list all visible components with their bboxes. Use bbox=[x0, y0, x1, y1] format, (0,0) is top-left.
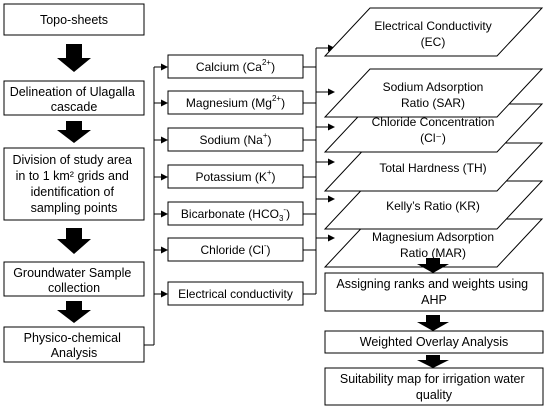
layer-label: Chloride Concentration(Cl⁻) bbox=[372, 115, 495, 145]
parameter-label: Bicarbonate (HCO3-) bbox=[181, 205, 290, 223]
down-block-arrow bbox=[417, 355, 449, 368]
left-step-label: Division of study area in to 1 km² grids… bbox=[13, 153, 136, 215]
parameter-label: Magnesium (Mg2+) bbox=[186, 94, 285, 110]
parameter-box: Magnesium (Mg2+) bbox=[167, 90, 304, 115]
left-step-physico-chemical: Physico-chemical Analysis bbox=[3, 326, 145, 363]
parameter-box: Potassium (K+) bbox=[167, 164, 304, 189]
down-block-arrow bbox=[417, 258, 449, 273]
parameter-box: Electrical conductivity bbox=[167, 281, 304, 306]
left-step-label: Physico-chemical Analysis bbox=[24, 331, 125, 360]
layer-label: Electrical Conductivity(EC) bbox=[374, 19, 491, 49]
parameter-box: Bicarbonate (HCO3-) bbox=[167, 201, 304, 226]
step-weighted-overlay: Weighted Overlay Analysis bbox=[324, 330, 544, 354]
left-step-groundwater-sample: Groundwater Sample collection bbox=[3, 261, 145, 297]
parameter-label: Electrical conductivity bbox=[178, 287, 293, 301]
parameter-label: Chloride (Cl-) bbox=[200, 241, 270, 257]
parameter-label: Potassium (K+) bbox=[195, 168, 275, 184]
parameter-boxes: Calcium (Ca2+) Magnesium (Mg2+) Sodium (Na… bbox=[167, 54, 304, 306]
layer-bracket bbox=[303, 44, 335, 295]
parameter-box: Calcium (Ca2+) bbox=[167, 54, 304, 79]
left-step-grid-division: Division of study area in to 1 km² grids… bbox=[3, 147, 145, 221]
final-step-label: Weighted Overlay Analysis bbox=[360, 335, 508, 349]
parameter-label: Calcium (Ca2+) bbox=[196, 58, 275, 74]
final-step-label: Assigning ranks and weights using AHP bbox=[336, 277, 531, 307]
layer-label: Kelly’s Ratio (KR) bbox=[386, 199, 480, 213]
thematic-layer: Kelly’s Ratio (KR) bbox=[323, 180, 544, 230]
thematic-layer: Electrical Conductivity(EC) bbox=[323, 7, 544, 57]
left-step-label: Topo-sheets bbox=[40, 13, 108, 27]
left-step-topo-sheets: Topo-sheets bbox=[3, 3, 145, 36]
parameter-bracket bbox=[144, 63, 168, 346]
thematic-layer: Total Hardness (TH) bbox=[323, 142, 544, 192]
down-block-arrow bbox=[57, 301, 91, 323]
step-suitability-map: Suitability map for irrigation water qua… bbox=[324, 367, 544, 406]
final-step-label: Suitability map for irrigation water qua… bbox=[340, 372, 528, 402]
down-block-arrow bbox=[57, 228, 91, 254]
down-block-arrow bbox=[57, 121, 91, 143]
left-step-label: Groundwater Sample collection bbox=[13, 266, 135, 295]
parameter-box: Chloride (Cl-) bbox=[167, 237, 304, 262]
parameter-box: Sodium (Na+) bbox=[167, 127, 304, 152]
step-ahp-ranking: Assigning ranks and weights using AHP bbox=[324, 272, 544, 312]
down-block-arrow bbox=[417, 315, 449, 331]
down-block-arrow bbox=[57, 44, 91, 72]
left-step-label: Delineation of Ulagalla cascade bbox=[10, 85, 139, 114]
parameter-label: Sodium (Na+) bbox=[199, 131, 271, 147]
left-step-delineation: Delineation of Ulagalla cascade bbox=[3, 80, 145, 116]
layer-label: Total Hardness (TH) bbox=[379, 161, 486, 175]
